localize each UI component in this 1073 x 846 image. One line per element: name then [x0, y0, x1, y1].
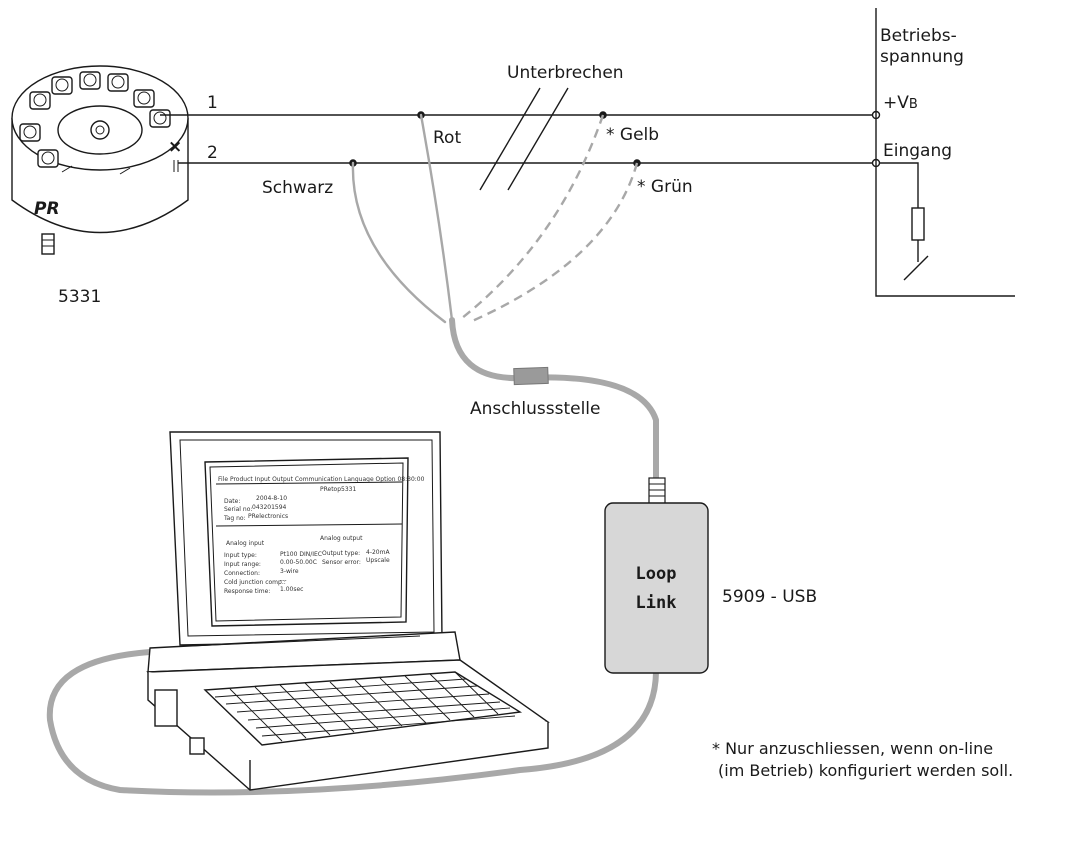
vb-label: +VB [883, 93, 918, 113]
betriebsspannung-line1: Betriebs- [880, 26, 957, 46]
probe-cables [351, 113, 639, 324]
main-cable [46, 317, 659, 796]
svg-text:×: × [168, 137, 182, 157]
usb-label: 5909 - USB [722, 587, 817, 607]
screen-date-label: Date: [224, 498, 240, 505]
screen-input-type-value: Pt100 DIN/IEC [280, 551, 322, 558]
vb-prefix: +V [883, 93, 909, 113]
screen-subtitle: PRetop5331 [320, 486, 356, 493]
screen-cold-value: --- [280, 577, 287, 584]
screen-connection-label: Connection: [224, 570, 260, 577]
wire-1-label: 1 [207, 93, 218, 113]
screen-analog-input: Analog input [226, 540, 265, 547]
gruen-label: * Grün [637, 177, 693, 197]
cable-connector [513, 366, 549, 386]
screen-tag-value: PRelectronics [248, 513, 288, 520]
transmitter-5331: × PR [11, 65, 189, 255]
screen-response-label: Response time: [224, 588, 270, 595]
screen-input-type-label: Input type: [224, 552, 257, 559]
loop-link-device [604, 477, 709, 674]
anschlussstelle-label: Anschlussstelle [470, 399, 600, 419]
screen-tag-label: Tag no: [223, 515, 246, 522]
screen-sensor-error-label: Sensor error: [322, 559, 361, 566]
wire-2-label: 2 [207, 143, 218, 163]
screen-serial-value: 043201594 [252, 504, 287, 511]
screen-analog-output: Analog output [320, 535, 363, 542]
screen-response-value: 1.00sec [280, 586, 303, 593]
laptop [146, 431, 550, 791]
screen-input-range-label: Input range: [224, 561, 261, 568]
unterbrechen-label: Unterbrechen [507, 63, 624, 83]
laptop-screen: File Product Input Output Communication … [215, 476, 425, 595]
device-label: 5331 [58, 287, 101, 307]
screen-menu: File Product Input Output Communication … [218, 476, 425, 483]
schwarz-label: Schwarz [262, 178, 333, 198]
screen-connection-value: 3-wire [280, 568, 299, 575]
screen-output-type-label: Output type: [322, 550, 360, 557]
footnote-line1: * Nur anzuschliessen, wenn on-line [712, 739, 993, 758]
power-supply-box [875, 8, 1015, 297]
gelb-label: * Gelb [606, 125, 659, 145]
loop-link-label-line2: Link [636, 593, 677, 613]
screen-serial-label: Serial no: [224, 506, 252, 513]
screen-output-type-value: 4-20mA [366, 549, 390, 556]
device-logo: PR [34, 199, 60, 219]
rot-label: Rot [433, 128, 461, 148]
footnote-line2: (im Betrieb) konfiguriert werden soll. [718, 761, 1013, 780]
screen-cold-label: Cold junction comp.: [224, 579, 286, 586]
loop-link-label-line1: Loop [636, 564, 677, 584]
eingang-label: Eingang [883, 141, 952, 161]
betriebsspannung-line2: spannung [880, 47, 964, 67]
screen-input-range-value: 0.00-50.00C [280, 559, 317, 566]
vb-subscript: B [909, 97, 918, 112]
wires [160, 87, 881, 191]
screen-date-value: 2004-8-10 [256, 495, 287, 502]
screen-sensor-error-value: Upscale [366, 557, 390, 564]
